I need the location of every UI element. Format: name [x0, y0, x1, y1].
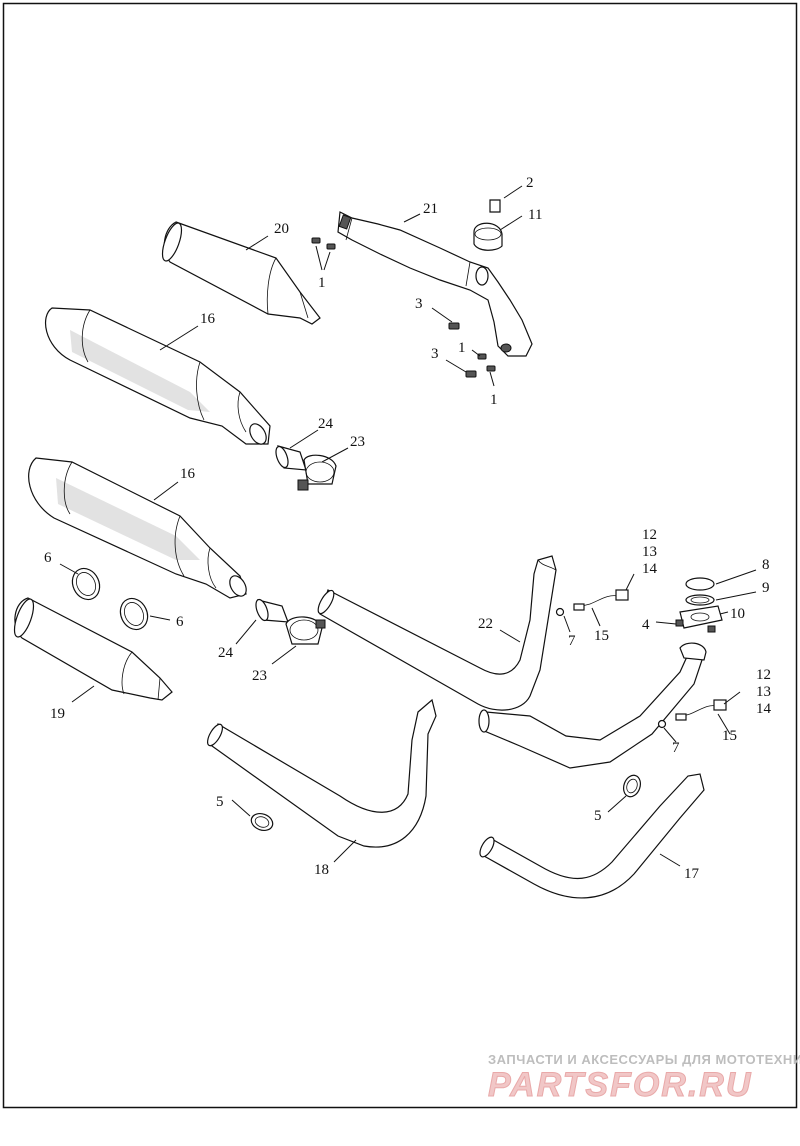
callout-14-lower: 14	[756, 701, 772, 717]
part-5-ring-b	[622, 774, 642, 798]
part-10-flange	[679, 605, 723, 629]
callout-14-upper: 14	[642, 561, 658, 577]
watermark-tagline: ЗАПЧАСТИ И АКСЕССУАРЫ ДЛЯ МОТОТЕХНИКИ	[488, 1052, 800, 1067]
callout-5-left: 5	[216, 794, 224, 810]
callout-4: 4	[642, 617, 650, 633]
part-23-clamp-upper	[297, 454, 337, 491]
part-23-clamp-lower	[285, 616, 326, 645]
bolt-1a	[311, 237, 321, 244]
callout-16-lower: 16	[180, 466, 196, 482]
part-4-nuts	[675, 619, 716, 633]
callout-9: 9	[762, 580, 770, 596]
diagram-border	[2, 2, 798, 1109]
watermark: ЗАПЧАСТИ И АКСЕССУАРЫ ДЛЯ МОТОТЕХНИКИ PA…	[488, 1052, 800, 1105]
part-5-ring-a	[250, 812, 274, 832]
bolt-1d	[486, 365, 496, 372]
part-15-sensor-a	[573, 589, 629, 611]
part-24-sleeve-lower	[255, 598, 289, 623]
callout-15-upper: 15	[594, 628, 609, 644]
part-6-ring-a	[71, 567, 101, 601]
bolt-1c	[477, 353, 487, 360]
part-8-gasket	[685, 577, 715, 591]
part-6-ring-b	[119, 597, 149, 631]
callout-24-upper: 24	[318, 416, 334, 432]
fasteners	[311, 199, 501, 378]
bolt-1b	[326, 243, 336, 250]
part-15-sensor-b	[675, 699, 727, 721]
part-11-clamp	[473, 222, 503, 251]
part-24-sleeve-upper	[275, 445, 307, 471]
callout-8: 8	[762, 557, 770, 573]
callout-21: 21	[423, 201, 438, 217]
part-21-bracket	[337, 211, 533, 357]
leader-lines	[59, 185, 757, 867]
callout-19: 19	[50, 706, 65, 722]
callout-labels: 20 21 2 11 1 3 1 3 1 16 24 23 16 6 6 24 …	[44, 175, 772, 882]
callout-1-top: 1	[318, 275, 326, 291]
part-16-muffler-upper	[44, 307, 271, 445]
callout-23-lower: 23	[252, 668, 267, 684]
part-19-end-cap	[13, 597, 173, 701]
bolt-3b	[465, 370, 477, 378]
callout-3-lower: 3	[431, 346, 439, 362]
callout-12-lower: 12	[756, 667, 771, 683]
callout-7-upper: 7	[568, 633, 576, 649]
callout-13-upper: 13	[642, 544, 657, 560]
part-9-ring	[685, 594, 715, 606]
part-18-rear-pipe	[207, 698, 437, 848]
callout-5-right: 5	[594, 808, 602, 824]
callout-13-lower: 13	[756, 684, 771, 700]
part-22-head-pipe	[317, 555, 707, 769]
callout-20: 20	[274, 221, 289, 237]
callout-24-lower: 24	[218, 645, 234, 661]
watermark-logo: PARTSFOR.RU	[488, 1066, 752, 1104]
callout-18: 18	[314, 862, 329, 878]
callout-17: 17	[684, 866, 700, 882]
callout-7-lower: 7	[672, 740, 680, 756]
callout-23-upper: 23	[350, 434, 365, 450]
bolt-3a	[448, 322, 460, 330]
part-7-plug-a	[555, 607, 565, 617]
part-20-end-cap	[161, 221, 321, 325]
callout-1-bottom: 1	[490, 392, 498, 408]
callout-12-upper: 12	[642, 527, 657, 543]
part-16-muffler-lower	[28, 457, 247, 599]
bolt-2	[489, 199, 501, 213]
callout-2: 2	[526, 175, 534, 191]
callout-6-left: 6	[44, 550, 52, 566]
part-7-plug-b	[657, 719, 667, 729]
callout-15-lower: 15	[722, 728, 737, 744]
callout-10: 10	[730, 606, 745, 622]
callout-22: 22	[478, 616, 493, 632]
callout-6-right: 6	[176, 614, 184, 630]
part-17-front-pipe	[479, 773, 705, 899]
callout-3-upper: 3	[415, 296, 423, 312]
callout-11: 11	[528, 207, 542, 223]
callout-16-upper: 16	[200, 311, 216, 327]
callout-1-mid: 1	[458, 340, 466, 356]
